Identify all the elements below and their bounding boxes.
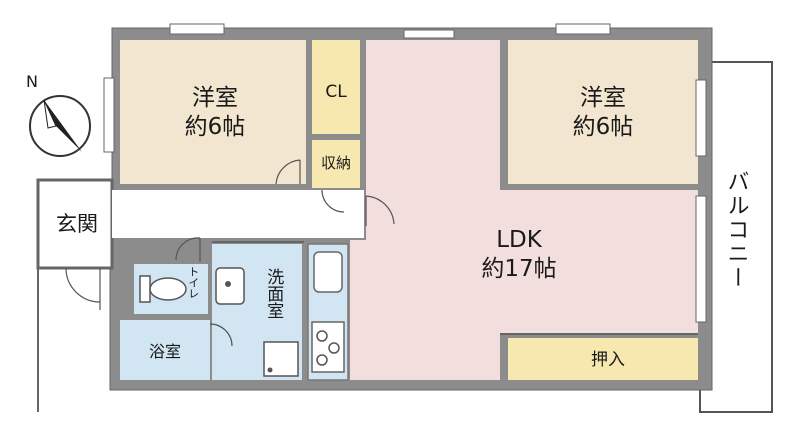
closet-label: CL <box>325 82 347 102</box>
western-room-right-floor <box>508 40 698 184</box>
window-top-middle <box>403 29 455 39</box>
compass-north-icon <box>29 95 91 157</box>
western-room-right-size: 約6帖 <box>572 113 634 140</box>
sink-icon <box>313 251 343 293</box>
western-room-right-label: 洋室 約6帖 <box>558 84 648 142</box>
toilet-icon <box>139 275 187 303</box>
ldk-floor <box>350 40 698 380</box>
entrance-label: 玄関 <box>56 212 98 236</box>
toilet-label: トイレ <box>186 266 200 299</box>
hallway-floor <box>112 190 364 238</box>
door-swing-toilet <box>175 237 201 261</box>
storage-label: 収納 <box>320 154 351 172</box>
oshiire-label: 押入 <box>591 350 625 370</box>
bath-floor <box>120 320 210 380</box>
oshiire-floor <box>508 338 698 380</box>
western-room-left-label: 洋室 約6帖 <box>170 84 260 142</box>
door-swing-storage <box>321 189 345 213</box>
door-swing-ldk <box>365 195 395 225</box>
western-room-left-name: 洋室 <box>192 85 238 111</box>
entrance-area <box>36 178 114 270</box>
balcony-label: バルコニー <box>723 170 749 290</box>
closet-floor <box>312 40 360 134</box>
compass-label: N <box>26 72 38 91</box>
window-left <box>103 77 115 153</box>
window-right-top <box>695 79 707 157</box>
ldk-name: LDK <box>496 227 542 253</box>
washroom-label: 洗面室 <box>263 268 284 319</box>
door-swing-western-left <box>275 159 301 185</box>
ldk-label: LDK 約17帖 <box>464 226 574 284</box>
door-swing-entrance <box>65 267 101 303</box>
window-right-bottom <box>695 195 707 323</box>
window-top-left <box>169 23 225 35</box>
bath-label: 浴室 <box>148 342 181 361</box>
storage-floor <box>312 140 360 188</box>
western-room-left-size: 約6帖 <box>184 113 246 140</box>
ldk-size: 約17帖 <box>481 255 557 282</box>
western-room-left-floor <box>120 40 306 184</box>
door-swing-bath <box>209 323 233 347</box>
western-room-right-name: 洋室 <box>580 85 626 111</box>
window-top-right <box>555 23 611 35</box>
